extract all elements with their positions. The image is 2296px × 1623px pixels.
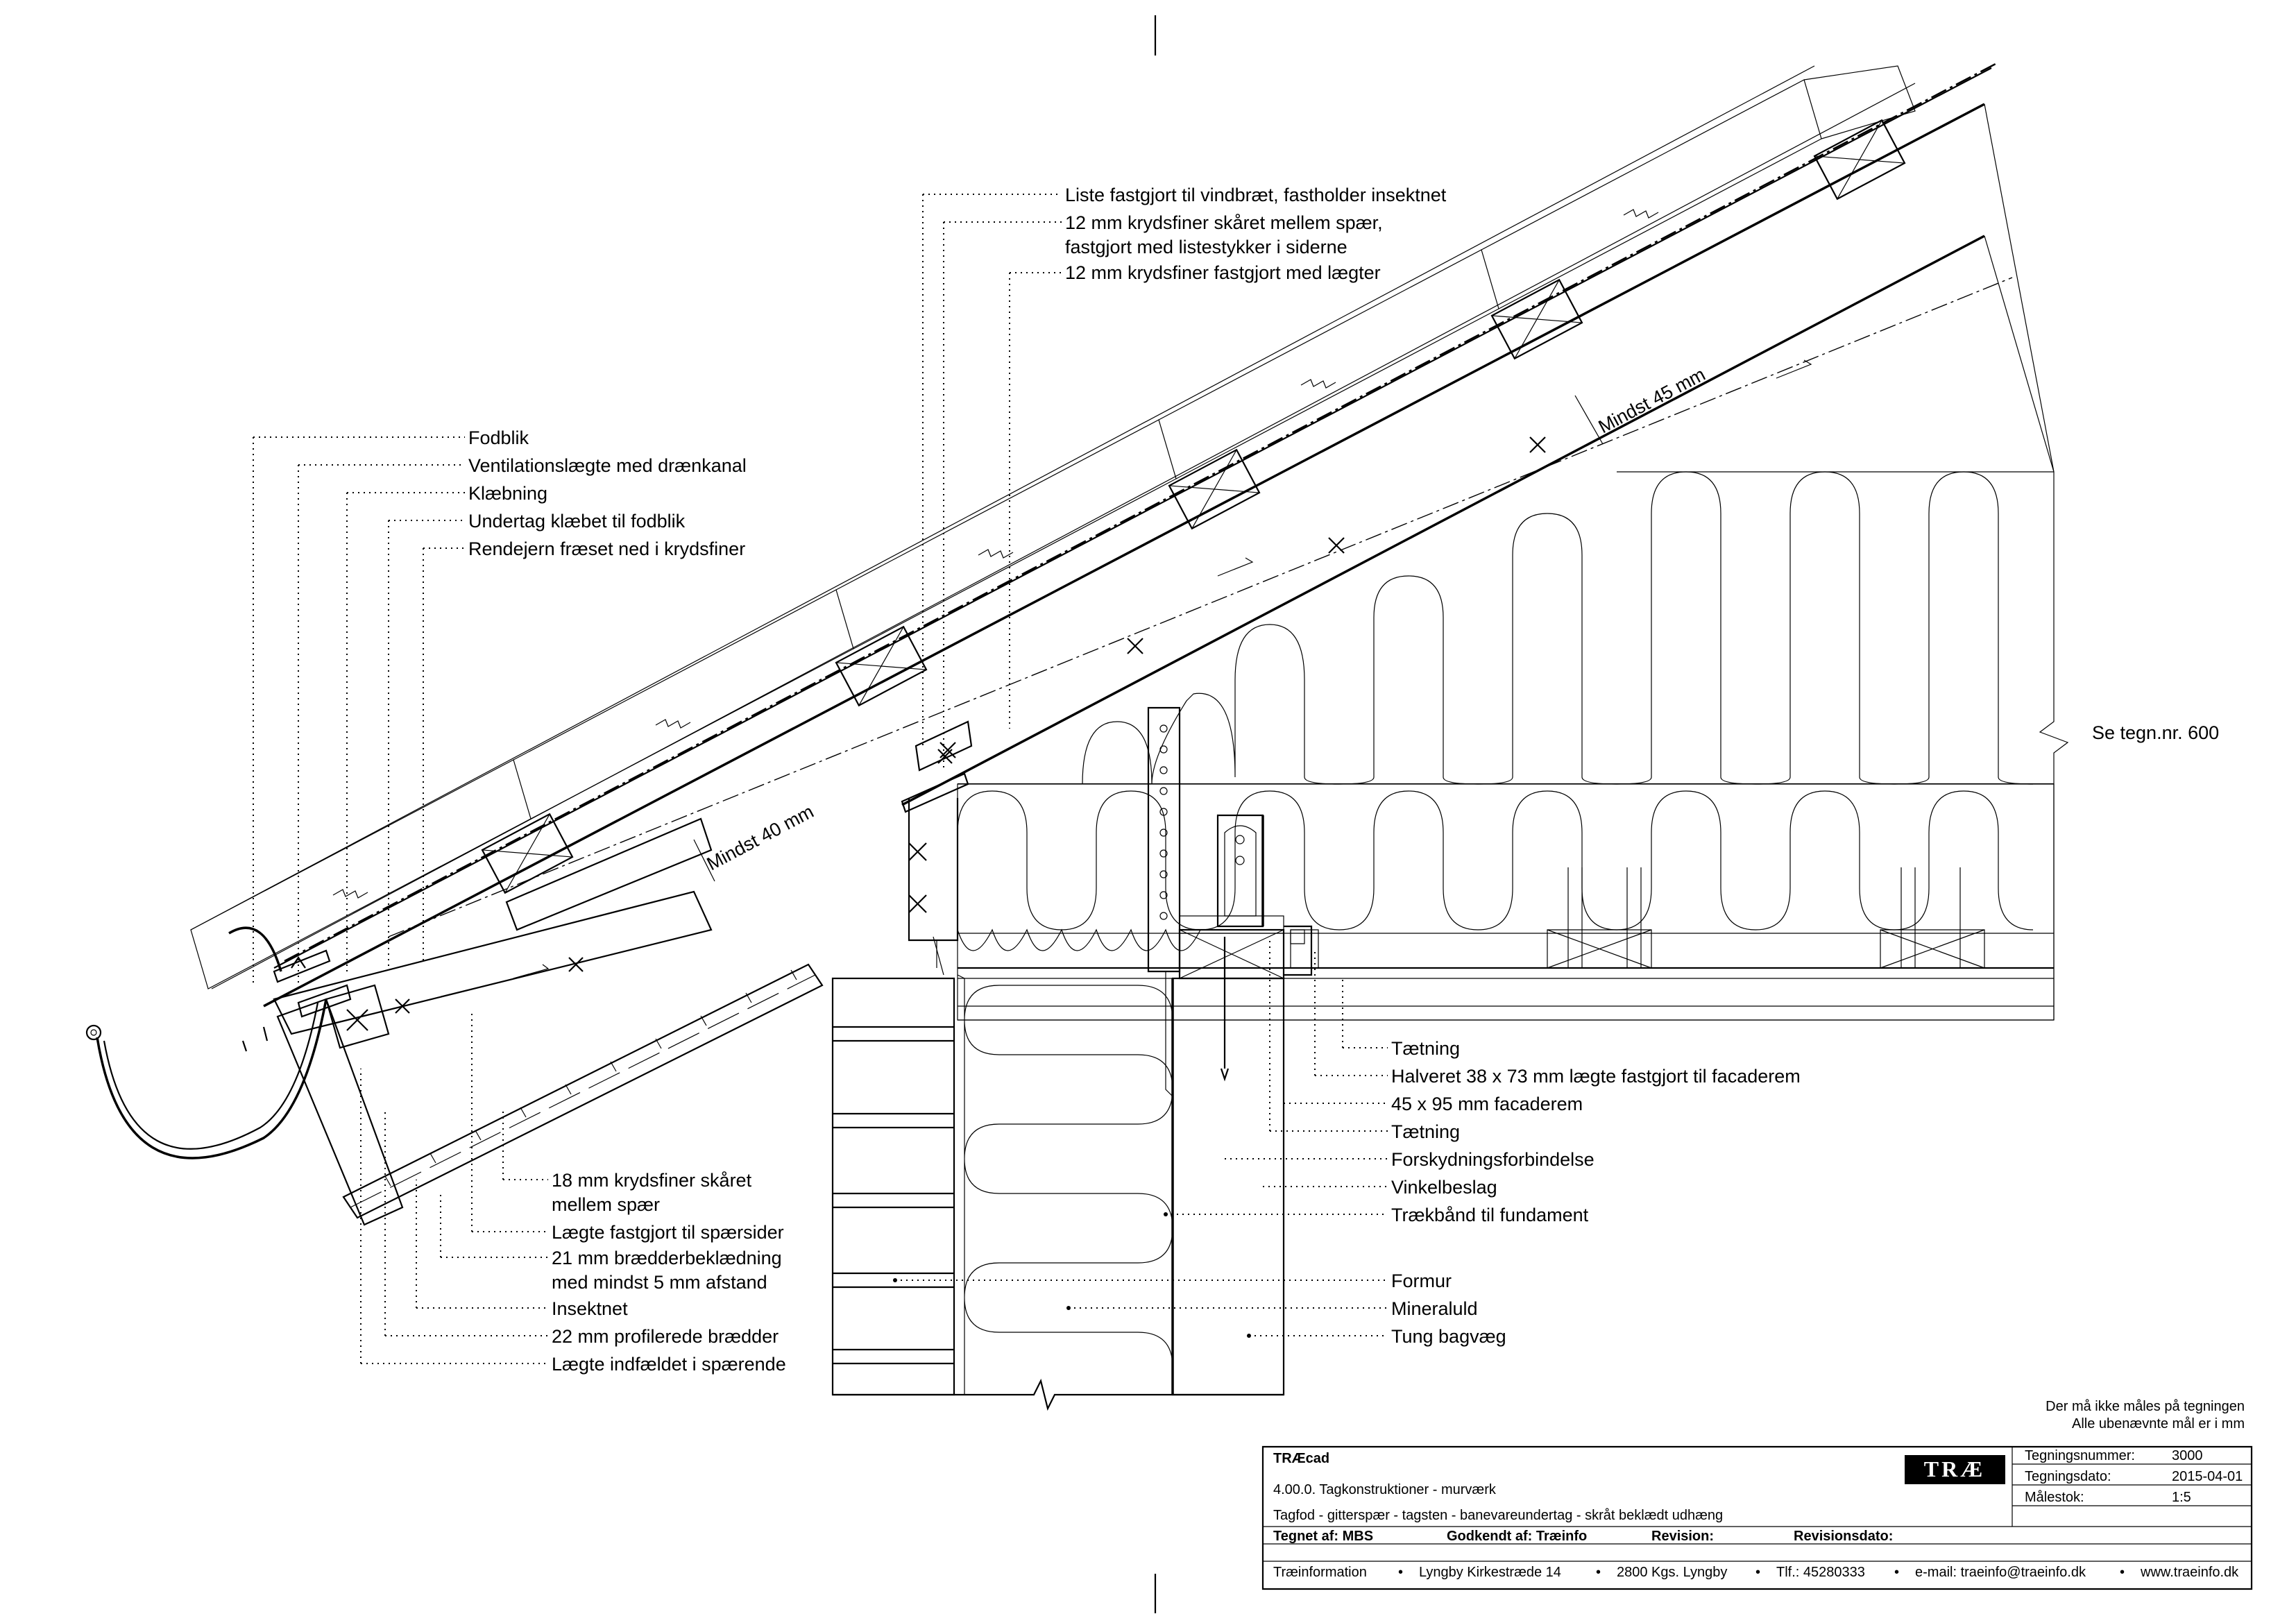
tb-number-label: Tegningsnummer:: [2025, 1448, 2135, 1463]
label-formur: Formur: [1391, 1271, 1452, 1291]
soffit-boards: [342, 963, 824, 1219]
label-facaderem: 45 x 95 mm facaderem: [1391, 1094, 1583, 1114]
heavy-back-wall: [1171, 977, 1285, 1396]
svg-text:•: •: [1894, 1565, 1899, 1580]
label-krydsfiner-2: fastgjort med listestykker i siderne: [1065, 237, 1347, 257]
svg-text:•: •: [1596, 1565, 1601, 1580]
leader-lines: [253, 194, 1388, 1364]
label-taetning-1: Tætning: [1391, 1038, 1460, 1059]
tb-number: 3000: [2172, 1448, 2203, 1463]
tb-software: TRÆcad: [1273, 1451, 1329, 1466]
angle-bracket: [1216, 814, 1264, 928]
insulation-upper: [1082, 471, 2034, 785]
label-krydsfiner-1: 12 mm krydsfiner skåret mellem spær,: [1065, 212, 1383, 233]
labels-right: Tætning Halveret 38 x 73 mm lægte fastgj…: [1391, 1038, 1801, 1347]
label-18mm-2: mellem spær: [552, 1194, 660, 1215]
label-liste: Liste fastgjort til vindbræt, fastholder…: [1065, 185, 1447, 205]
dimension-upper: Mindst 45 mm: [1595, 364, 1709, 437]
tb-approved-by: Godkendt af: Træinfo: [1447, 1529, 1587, 1544]
note-no-measure: Der må ikke måles på tegningen: [2046, 1399, 2245, 1414]
label-krydsfiner-3: 12 mm krydsfiner fastgjort med lægter: [1065, 262, 1381, 283]
label-halveret-laegte: Halveret 38 x 73 mm lægte fastgjort til …: [1391, 1066, 1801, 1087]
outer-brick-wall: [831, 974, 965, 1396]
rafter-top: [263, 103, 1985, 1008]
plywood-board: [505, 817, 713, 931]
note-mm: Alle ubenævnte mål er i mm: [2072, 1416, 2245, 1431]
label-undertag: Undertag klæbet til fodblik: [468, 511, 686, 532]
title-block: TRÆ TRÆcad 4.00.0. Tagkonstruktioner - m…: [1261, 1445, 2253, 1590]
tb-revision-date: Revisionsdato:: [1794, 1529, 1893, 1544]
label-vinkelbeslag: Vinkelbeslag: [1391, 1177, 1497, 1198]
labels-bottom: 18 mm krydsfiner skåret mellem spær Lægt…: [552, 1170, 786, 1375]
tb-scale: 1:5: [2172, 1490, 2191, 1505]
tb-footer-org: Træinformation: [1273, 1565, 1367, 1580]
trae-logo-text: TRÆ: [1924, 1456, 1985, 1481]
roof-assembly: [190, 61, 2055, 1226]
labels-left: Fodblik Ventilationslægte med drænkanal …: [468, 427, 747, 559]
label-rendejern: Rendejern fræset ned i krydsfiner: [468, 538, 745, 559]
tb-revision: Revision:: [1651, 1529, 1714, 1544]
svg-text:•: •: [2120, 1565, 2125, 1580]
cavity-insulation: [964, 978, 1173, 1395]
tb-description: Tagfod - gitterspær - tagsten - banevare…: [1273, 1508, 1723, 1523]
wall-assembly: [831, 471, 2069, 1411]
roof-tiles: [190, 65, 1916, 989]
label-tung-bagvaeg: Tung bagvæg: [1391, 1326, 1506, 1347]
gutter: [85, 926, 331, 1159]
dimension-lower: Mindst 40 mm: [704, 801, 817, 874]
ceiling-fixings: [1290, 867, 1985, 969]
label-laegte-spaersider: Lægte fastgjort til spærsider: [552, 1222, 784, 1243]
label-fodblik: Fodblik: [468, 427, 529, 448]
label-21mm: 21 mm brædderbeklædning: [552, 1248, 782, 1268]
tb-footer-email: e-mail: traeinfo@traeinfo.dk: [1915, 1565, 2086, 1580]
tb-footer-web: www.traeinfo.dk: [2140, 1565, 2239, 1580]
label-taetning-2: Tætning: [1391, 1121, 1460, 1142]
label-insektnet: Insektnet: [552, 1298, 628, 1319]
label-klaebning: Klæbning: [468, 483, 547, 504]
svg-text:•: •: [1755, 1565, 1760, 1580]
tb-footer-address: Lyngby Kirkestræde 14: [1419, 1565, 1561, 1580]
insulation-lower: [957, 790, 2034, 931]
label-laegte-spaerende: Lægte indfældet i spærende: [552, 1354, 786, 1375]
tb-footer-phone: Tlf.: 45280333: [1776, 1565, 1865, 1580]
label-mineraluld: Mineraluld: [1391, 1298, 1478, 1319]
underlay-line: [284, 61, 1999, 962]
label-21mm-2: med mindst 5 mm afstand: [552, 1272, 767, 1293]
tension-strap: [1147, 706, 1181, 1097]
label-ventilationslaegte: Ventilationslægte med drænkanal: [468, 455, 747, 476]
tb-date: 2015-04-01: [2172, 1469, 2243, 1484]
fascia: [276, 998, 404, 1226]
tb-drawn-by: Tegnet af: MBS: [1273, 1529, 1373, 1544]
rafter-marks: [939, 359, 1812, 758]
reference-label: Se tegn.nr. 600: [2092, 722, 2219, 743]
tb-category: 4.00.0. Tagkonstruktioner - murværk: [1273, 1482, 1497, 1497]
label-forskydning: Forskydningsforbindelse: [1391, 1149, 1595, 1170]
label-18mm: 18 mm krydsfiner skåret: [552, 1170, 752, 1191]
trae-logo: [1905, 1455, 2005, 1484]
label-traekbaand: Trækbånd til fundament: [1391, 1205, 1589, 1225]
tb-scale-label: Målestok:: [2025, 1490, 2084, 1505]
tb-footer-city: 2800 Kgs. Lyngby: [1617, 1565, 1727, 1580]
label-22mm: 22 mm profilerede brædder: [552, 1326, 779, 1347]
svg-text:•: •: [1398, 1565, 1403, 1580]
labels-top: Liste fastgjort til vindbræt, fastholder…: [1065, 185, 1447, 283]
tb-date-label: Tegningsdato:: [2025, 1469, 2111, 1484]
